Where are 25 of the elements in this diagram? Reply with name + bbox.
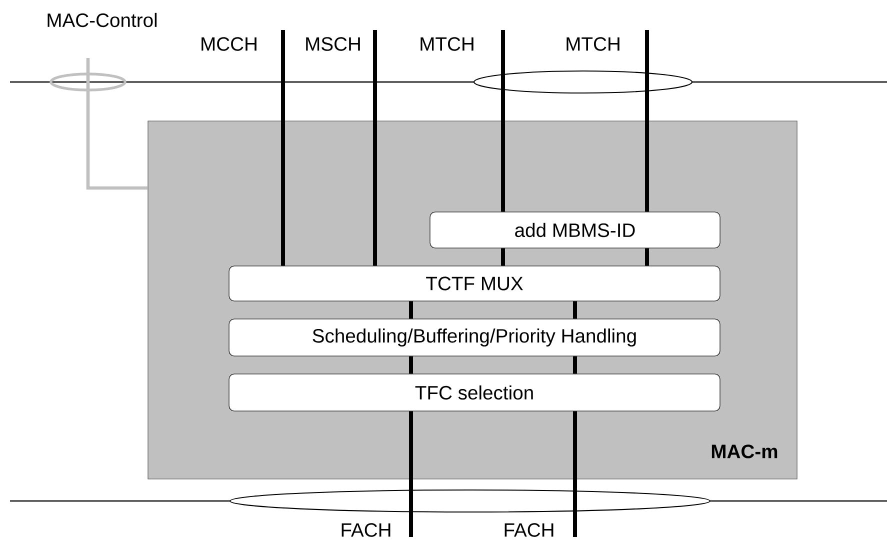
channel-line xyxy=(645,30,649,212)
channel-line xyxy=(573,301,577,319)
channel-line xyxy=(573,411,577,537)
channel-label: MAC-Control xyxy=(48,12,157,28)
channel-line xyxy=(573,356,577,374)
function-box: TCTF MUX xyxy=(228,266,720,302)
channel-line xyxy=(645,248,649,266)
channel-line xyxy=(409,356,413,374)
function-box: Scheduling/Buffering/Priority Handling xyxy=(228,318,720,356)
channel-label: MCCH xyxy=(202,37,256,51)
sap-ellipse xyxy=(50,72,126,92)
channel-label: MTCH xyxy=(566,37,620,51)
channel-line xyxy=(373,30,377,266)
sap-ellipse xyxy=(473,70,693,94)
channel-line xyxy=(409,411,413,537)
channel-line xyxy=(86,58,148,190)
channel-label: MTCH xyxy=(420,37,474,51)
channel-line xyxy=(501,30,505,212)
function-box: add MBMS-ID xyxy=(430,212,720,248)
sap-ellipse xyxy=(229,489,711,513)
channel-line xyxy=(409,301,413,319)
channel-label: MSCH xyxy=(306,37,360,51)
function-box: TFC selection xyxy=(228,374,720,412)
channel-line xyxy=(281,30,285,266)
channel-line xyxy=(501,248,505,266)
